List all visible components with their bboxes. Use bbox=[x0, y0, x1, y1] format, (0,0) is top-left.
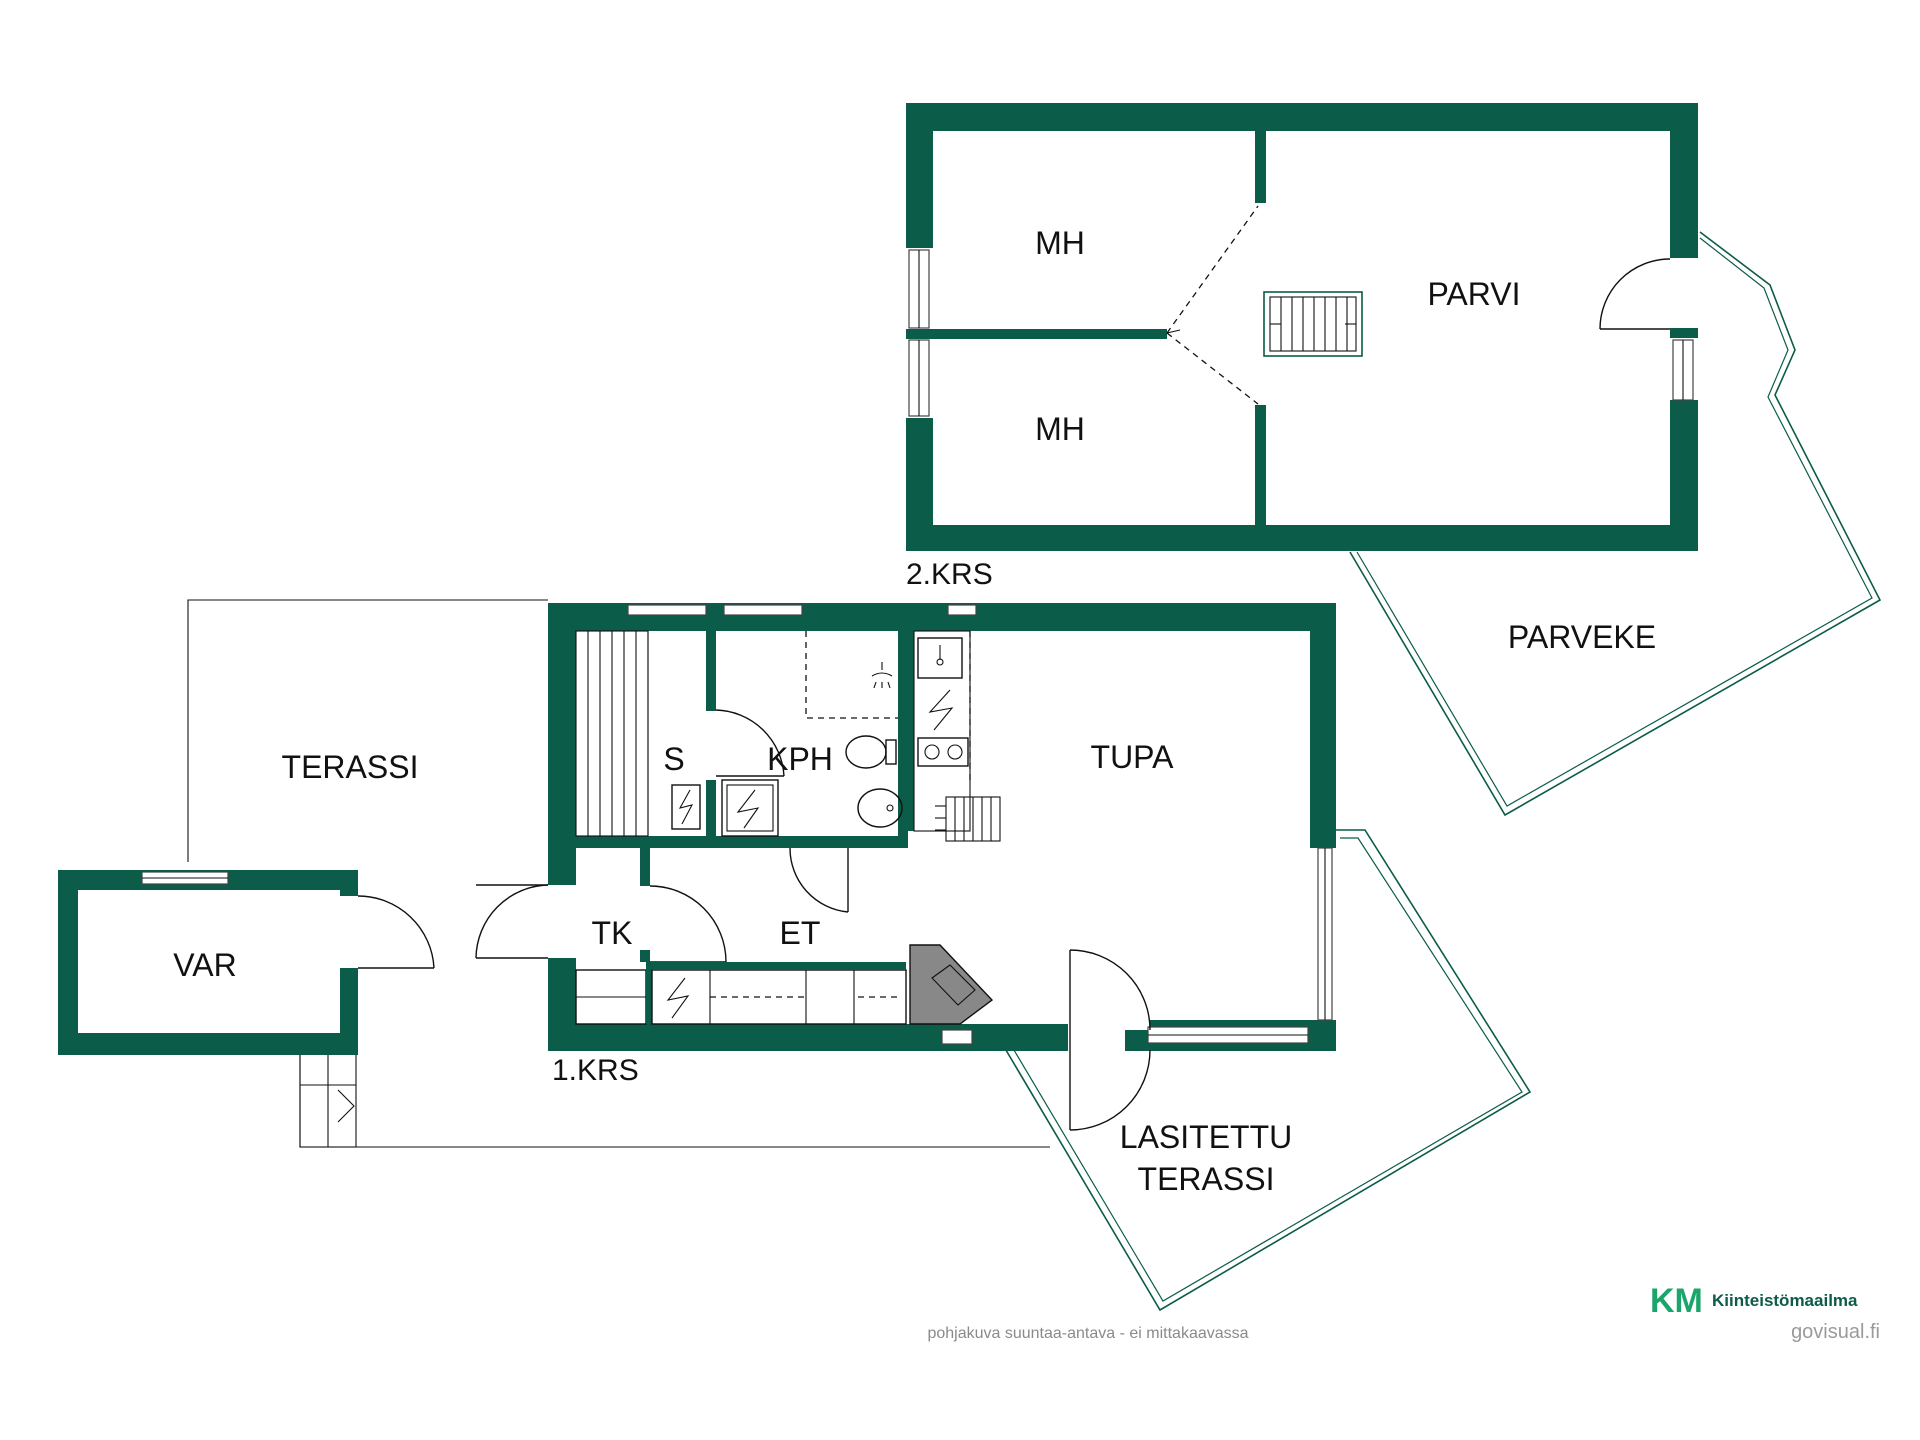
window bbox=[627, 604, 707, 616]
wall bbox=[906, 525, 1698, 551]
window bbox=[947, 604, 977, 616]
room-label: PARVEKE bbox=[1508, 619, 1656, 655]
sink-icon bbox=[857, 788, 903, 828]
room-label: ET bbox=[780, 915, 821, 951]
closet bbox=[575, 962, 907, 1025]
fireplace-icon bbox=[909, 944, 994, 1025]
balcony-outline bbox=[1349, 231, 1882, 817]
door-swing bbox=[649, 885, 727, 963]
brand-name: Kiinteistömaailma bbox=[1712, 1291, 1858, 1310]
toilet-icon bbox=[845, 735, 897, 769]
brand-mark: KM bbox=[1650, 1282, 1703, 1320]
wall bbox=[1670, 103, 1698, 258]
room-label: TERASSI bbox=[1138, 1161, 1275, 1197]
window bbox=[723, 604, 803, 616]
electric-heater-icon bbox=[721, 779, 779, 837]
room-label: LASITETTU bbox=[1120, 1119, 1292, 1155]
terrace-outline bbox=[187, 599, 548, 862]
wall bbox=[1670, 400, 1698, 551]
wall bbox=[640, 950, 650, 962]
room-label: MH bbox=[1035, 411, 1085, 447]
room-label: KPH bbox=[767, 741, 833, 777]
wall bbox=[58, 1033, 358, 1055]
website-text: govisual.fi bbox=[1791, 1321, 1880, 1343]
stair-icon bbox=[935, 796, 1001, 842]
door-swing bbox=[357, 895, 435, 969]
room-label: TK bbox=[592, 915, 633, 951]
wall bbox=[1255, 131, 1266, 203]
door-swing bbox=[789, 847, 849, 913]
door-swing bbox=[475, 884, 549, 959]
wall bbox=[1670, 328, 1698, 338]
wall bbox=[340, 870, 358, 896]
wall bbox=[548, 603, 576, 885]
lower-floor: TERASSI VAR S KPH TUPA TK ET LASITETTU T… bbox=[58, 599, 1532, 1312]
wall bbox=[898, 631, 908, 848]
stair-icon bbox=[1263, 291, 1363, 357]
wall bbox=[706, 631, 716, 711]
wall bbox=[706, 780, 716, 842]
brand-logo: KM Kiinteistömaailma bbox=[1650, 1282, 1858, 1320]
room-label: VAR bbox=[173, 947, 236, 983]
wall bbox=[1255, 405, 1266, 525]
wall bbox=[340, 968, 358, 1055]
sauna-bench bbox=[575, 630, 649, 837]
room-label: PARVI bbox=[1427, 276, 1520, 312]
shower-icon bbox=[871, 662, 893, 689]
wall bbox=[1310, 603, 1336, 848]
wall bbox=[906, 103, 1698, 131]
heater-icon bbox=[671, 784, 701, 830]
wall bbox=[548, 1024, 1068, 1051]
room-label: S bbox=[663, 741, 684, 777]
floor-level-label: 1.KRS bbox=[552, 1054, 639, 1087]
upper-floor: MH MH PARVI PARVEKE 2.KRS bbox=[906, 103, 1882, 817]
wall bbox=[640, 848, 650, 886]
door-swing bbox=[1069, 949, 1151, 1131]
wall bbox=[933, 329, 1167, 339]
wall bbox=[906, 103, 933, 248]
floor-level-label: 2.KRS bbox=[906, 558, 993, 591]
wall bbox=[58, 870, 78, 1055]
room-label: TERASSI bbox=[282, 749, 419, 785]
room-label: TUPA bbox=[1091, 739, 1175, 775]
balcony-outline-inner bbox=[1356, 237, 1873, 807]
disclaimer-text: pohjakuva suuntaa-antava - ei mittakaava… bbox=[927, 1325, 1248, 1342]
door-swing bbox=[1599, 258, 1671, 330]
wall bbox=[906, 418, 933, 551]
kitchen-counter bbox=[908, 630, 971, 832]
room-label: MH bbox=[1035, 225, 1085, 261]
window bbox=[941, 1029, 973, 1045]
wall bbox=[576, 836, 908, 848]
glazed-terrace-outline bbox=[999, 829, 1532, 1312]
door-swing bbox=[715, 709, 785, 777]
